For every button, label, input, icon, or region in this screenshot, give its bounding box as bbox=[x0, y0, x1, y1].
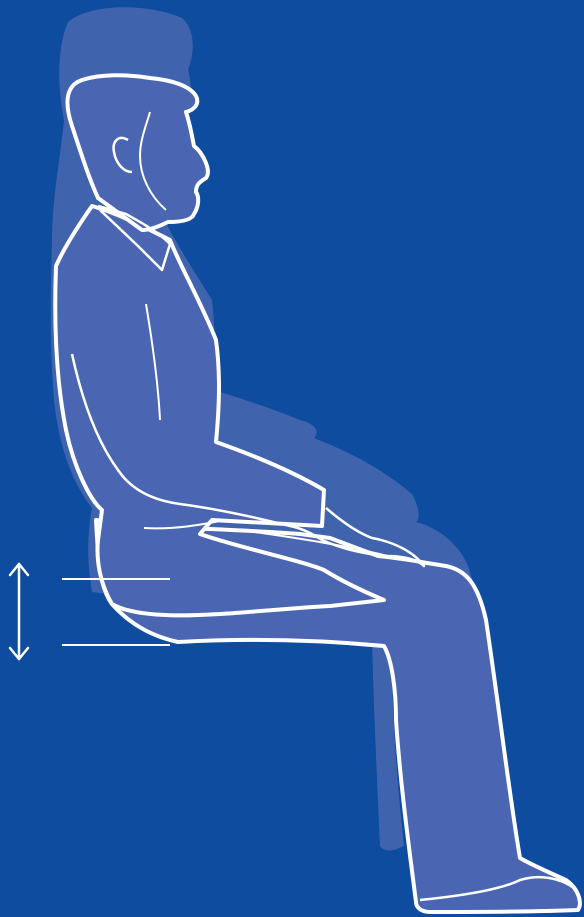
illustration-canvas bbox=[0, 0, 584, 917]
posture-illustration bbox=[0, 0, 584, 917]
